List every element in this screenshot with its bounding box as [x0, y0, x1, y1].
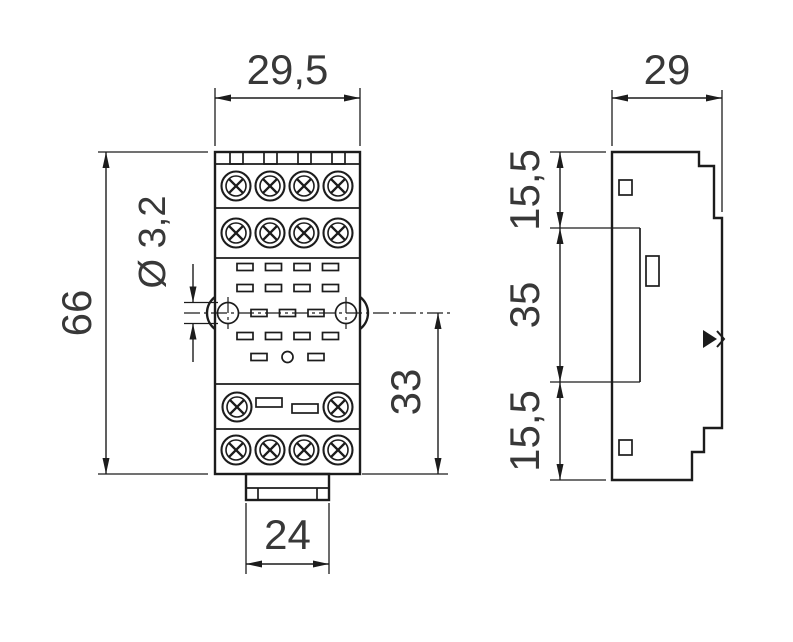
dim-front-top-width: 29,5 [214, 46, 361, 146]
front-bottom-tab [244, 472, 331, 502]
front-mounting-ears [184, 296, 450, 330]
side-profile-outline [610, 150, 724, 482]
dim-front-bottom-width: 24 [245, 503, 330, 574]
front-screw-row-1 [220, 170, 354, 202]
clip-chevron-icon [716, 330, 726, 348]
screw-terminal [288, 217, 320, 249]
screw-terminal [254, 170, 286, 202]
screw-terminal [322, 170, 354, 202]
screw-terminal [288, 170, 320, 202]
side-view [610, 150, 726, 482]
front-bottom-terminals [220, 391, 354, 466]
dim-label-front-bottom-width: 24 [264, 511, 311, 558]
din-rail-clip [703, 330, 726, 348]
side-screw-opening-bottom [618, 439, 633, 456]
front-separator-lines [215, 207, 360, 430]
dim-label-front-overall-height: 66 [53, 290, 100, 337]
dim-label-front-hole-diameter: Ø 3,2 [132, 196, 174, 289]
clip-arrow-icon [703, 330, 717, 348]
screw-terminal [220, 170, 252, 202]
side-inner-details [618, 179, 660, 456]
side-slot-detail [645, 255, 660, 287]
dim-label-front-lower-height: 33 [382, 369, 429, 416]
dim-label-side-lower-height: 15,5 [501, 390, 548, 472]
dim-side-top-width: 29 [611, 46, 723, 212]
dim-label-front-top-width: 29,5 [247, 46, 329, 93]
dim-side-height-chain: 15,5 35 15,5 [501, 149, 640, 481]
front-screw-row-2 [220, 217, 354, 249]
screw-terminal [221, 391, 253, 423]
front-center-hole [281, 350, 294, 364]
screw-terminal [322, 391, 354, 423]
screw-terminal [220, 434, 252, 466]
side-dimensions: 29 15,5 35 15,5 [501, 46, 723, 481]
front-top-tabs [215, 151, 360, 165]
dim-label-side-middle-height: 35 [501, 282, 548, 329]
front-dimensions: 29,5 66 Ø 3,2 33 [53, 46, 448, 574]
jumper-slot [291, 403, 319, 414]
dim-label-side-top-width: 29 [644, 46, 691, 93]
screw-terminal [288, 434, 320, 466]
side-screw-opening-top [618, 179, 633, 196]
screw-terminal [220, 217, 252, 249]
dim-front-hole-diameter: Ø 3,2 [132, 196, 218, 362]
front-view [184, 150, 450, 502]
screw-terminal [254, 434, 286, 466]
screw-terminal [322, 217, 354, 249]
dim-front-overall-height: 66 [53, 151, 208, 475]
screw-terminal [254, 217, 286, 249]
screw-terminal [322, 434, 354, 466]
jumper-slot [255, 397, 283, 408]
dim-front-lower-height: 33 [362, 313, 448, 475]
dim-label-side-upper-height: 15,5 [501, 149, 548, 231]
